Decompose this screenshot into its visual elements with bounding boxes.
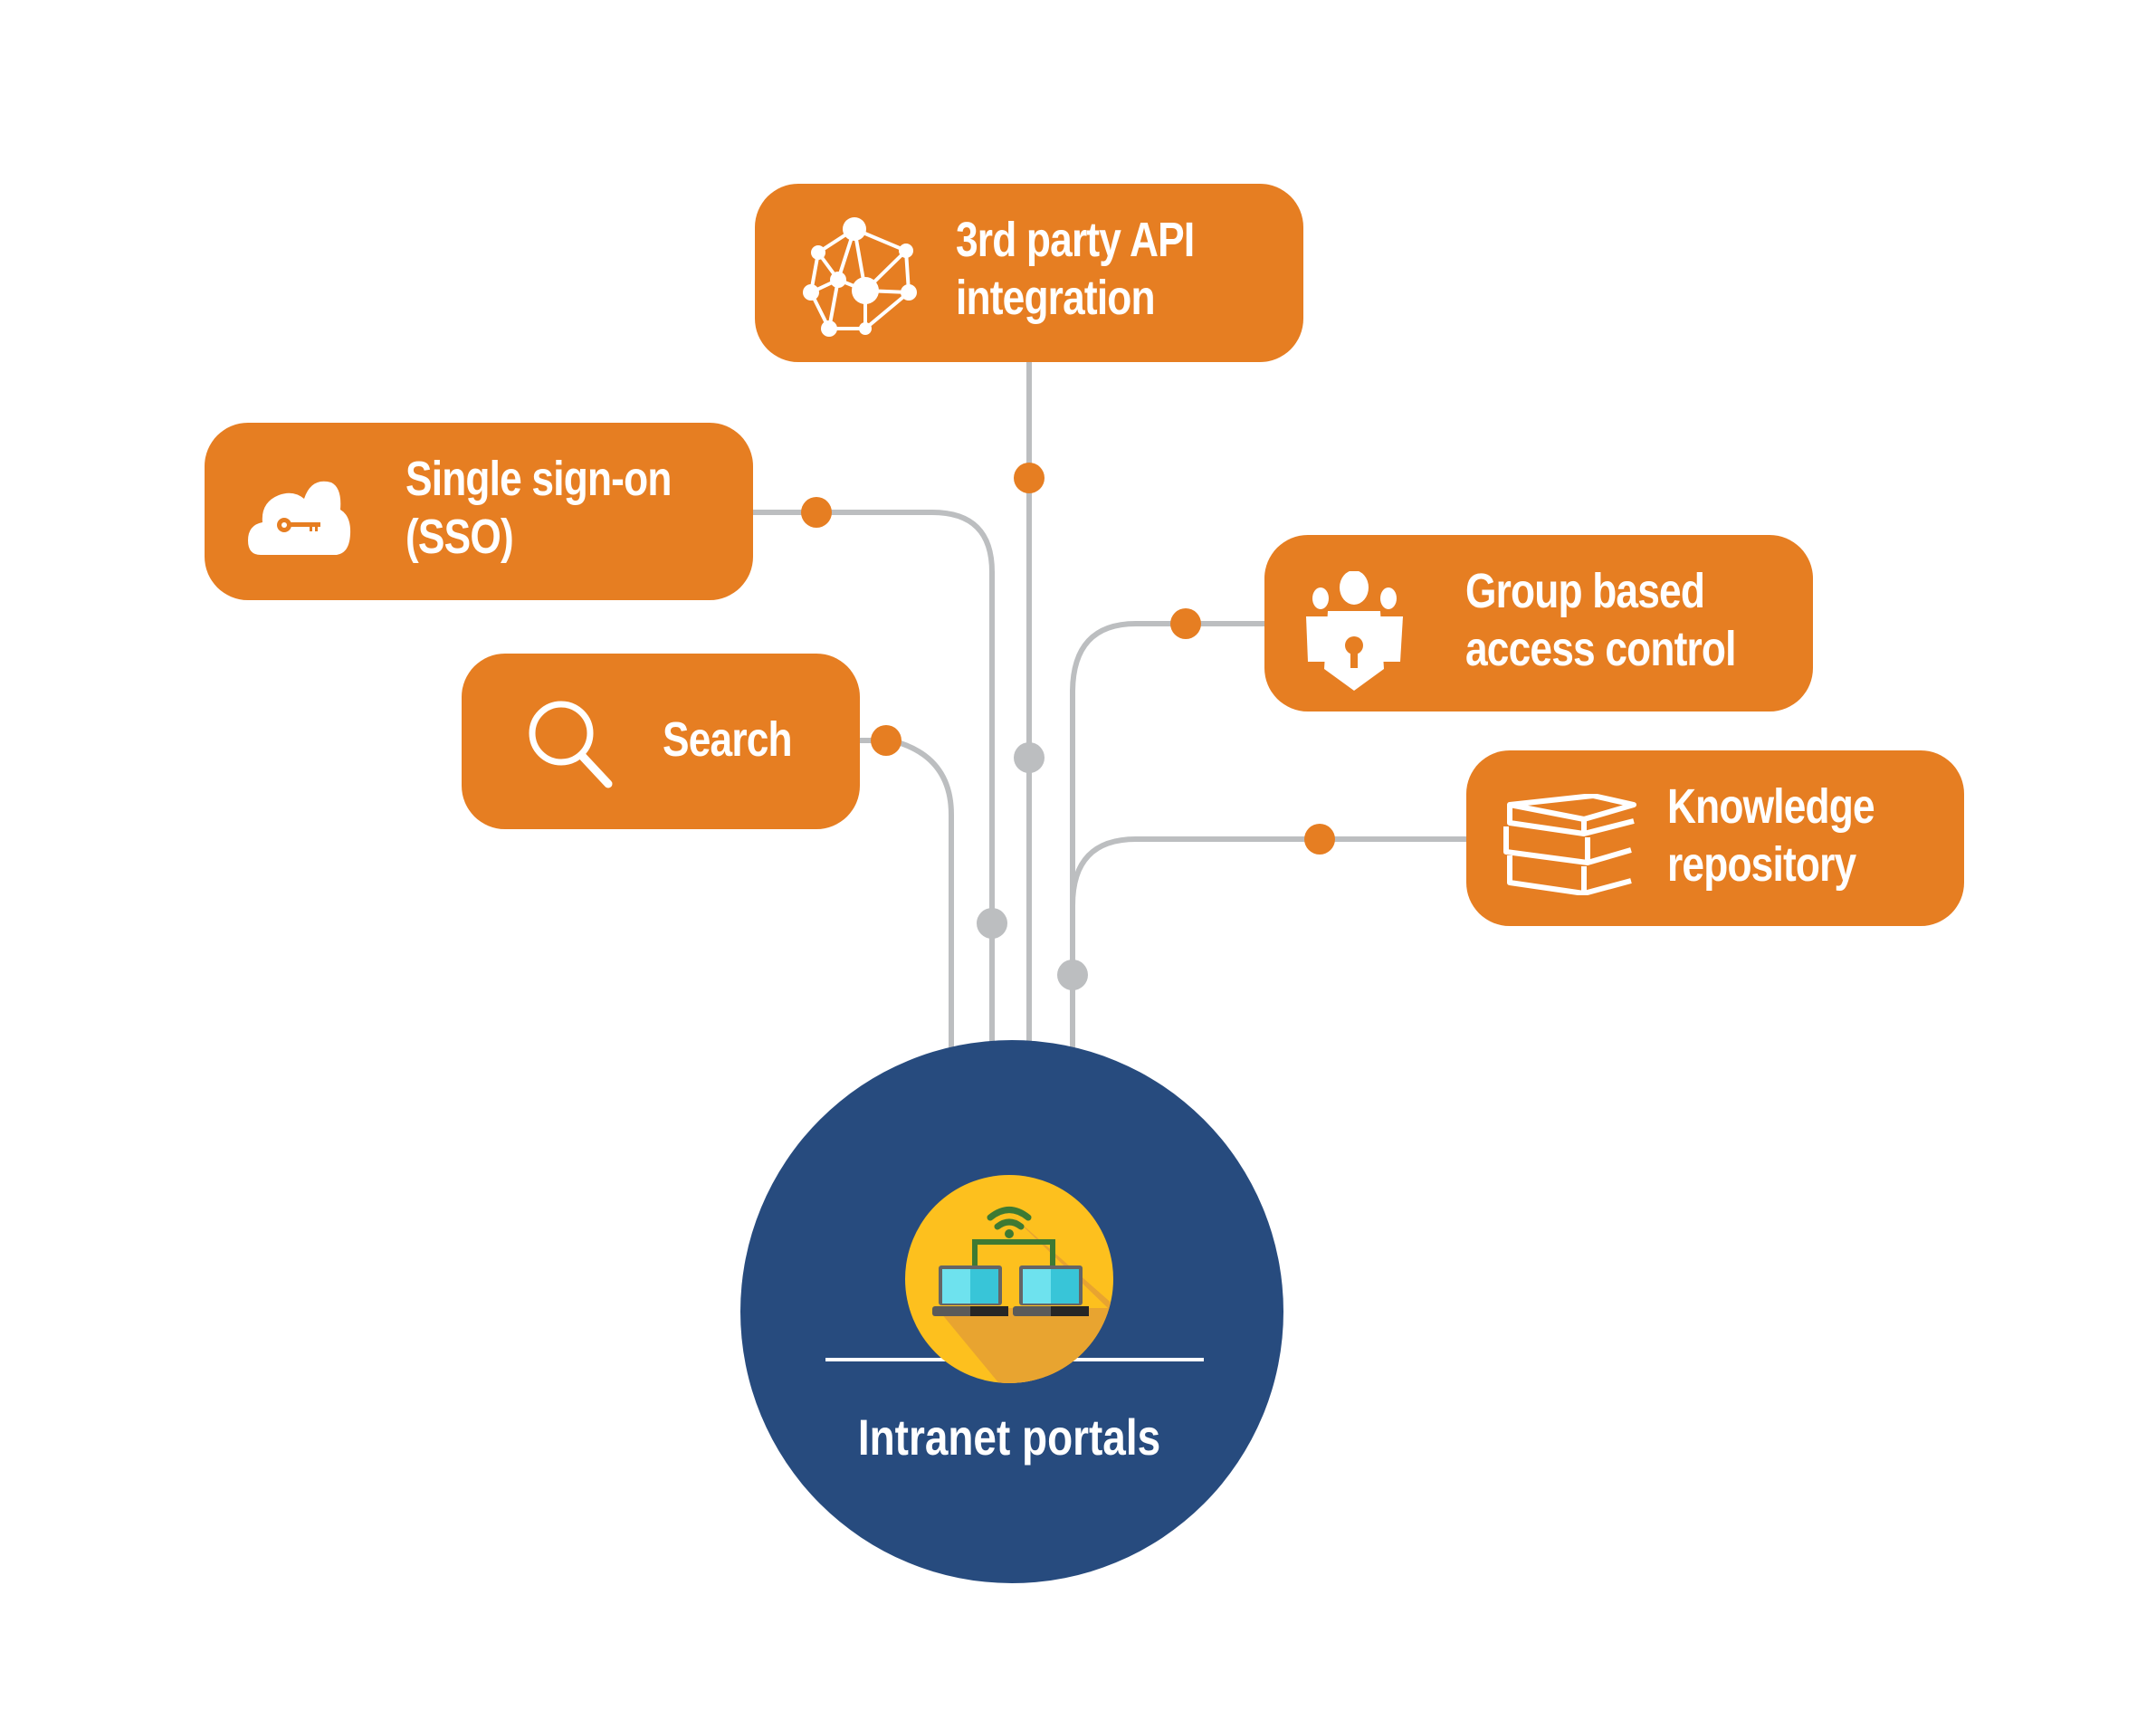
cloud-key-icon	[248, 481, 351, 555]
node-sso[interactable]: Single sign-on (SSO)	[205, 423, 753, 600]
books-stack-icon	[1503, 794, 1636, 895]
node-group-label: Group based access control	[1465, 564, 1736, 676]
edge-group	[1070, 621, 1264, 1050]
node-api-label: 3rd party API integration	[956, 213, 1195, 325]
node-search[interactable]: Search	[462, 654, 860, 829]
node-search-label: Search	[663, 712, 793, 767]
junction-dot-api	[1014, 742, 1045, 773]
edge-search	[860, 738, 954, 1055]
node-knowledge-label: Knowledge repository	[1667, 779, 1875, 892]
node-knowledge[interactable]: Knowledge repository	[1466, 750, 1964, 926]
junction-dot-sso	[977, 908, 1007, 939]
node-group[interactable]: Group based access control	[1264, 535, 1813, 711]
connector-dot-search	[871, 725, 902, 756]
group-keyhole-icon	[1306, 571, 1403, 691]
network-nodes-icon	[803, 217, 917, 337]
connector-dot-group	[1170, 608, 1201, 639]
edge-knowledge	[1070, 836, 1466, 906]
node-api[interactable]: 3rd party API integration	[755, 184, 1303, 362]
node-sso-label: Single sign-on (SSO)	[405, 452, 672, 564]
junction-dot-right	[1057, 960, 1088, 990]
connector-dot-knowledge	[1304, 824, 1335, 855]
search-icon	[529, 701, 613, 788]
edge-sso	[753, 510, 995, 1046]
hub-label: Intranet portals	[857, 1409, 1161, 1466]
connector-dot-api	[1014, 463, 1045, 493]
connector-dot-sso	[801, 497, 832, 528]
